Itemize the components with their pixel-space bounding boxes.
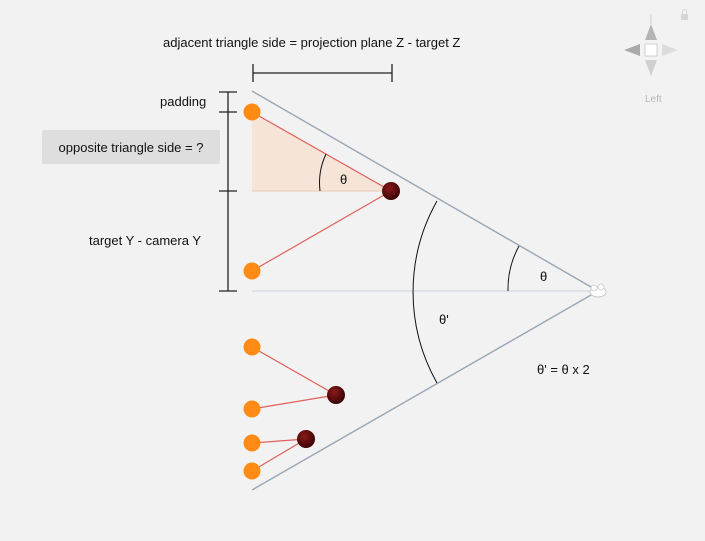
target-node-bottom xyxy=(297,430,315,448)
ray-second xyxy=(251,190,392,272)
ray-fourth xyxy=(251,394,337,410)
frustum-upper-line xyxy=(251,90,599,292)
target-node-middle xyxy=(327,386,345,404)
adjacent-side-label: adjacent triangle side = projection plan… xyxy=(163,35,461,50)
orientation-gizmo-icon[interactable] xyxy=(624,14,678,76)
opposite-side-box: opposite triangle side = ? xyxy=(42,130,220,164)
orange-node xyxy=(243,400,261,418)
theta-arc-small xyxy=(319,153,327,192)
opposite-side-label: opposite triangle side = ? xyxy=(58,139,204,155)
target-node-top xyxy=(382,182,400,200)
camera-icon xyxy=(589,283,607,298)
padding-label: padding xyxy=(160,94,207,109)
ray-sixth xyxy=(251,438,307,472)
orange-node xyxy=(243,434,261,452)
orange-node xyxy=(243,262,261,280)
target-minus-camera-label: target Y - camera Y xyxy=(89,233,202,248)
gizmo-view-label[interactable]: Left xyxy=(645,94,662,105)
theta-label-small: θ xyxy=(340,172,348,187)
lock-icon[interactable] xyxy=(681,9,688,21)
theta-arc-right xyxy=(507,245,520,292)
orange-node xyxy=(243,462,261,480)
theta-prime-formula: θ' = θ x 2 xyxy=(537,362,590,377)
ray-top xyxy=(251,111,392,192)
orange-node xyxy=(243,338,261,356)
ray-third xyxy=(251,346,337,396)
orange-node xyxy=(243,103,261,121)
frustum-lower-line xyxy=(251,290,599,491)
theta-prime-label: θ' xyxy=(439,312,449,327)
theta-prime-arc xyxy=(412,200,438,384)
theta-label-right: θ xyxy=(540,269,548,284)
ray-fifth xyxy=(251,438,307,444)
